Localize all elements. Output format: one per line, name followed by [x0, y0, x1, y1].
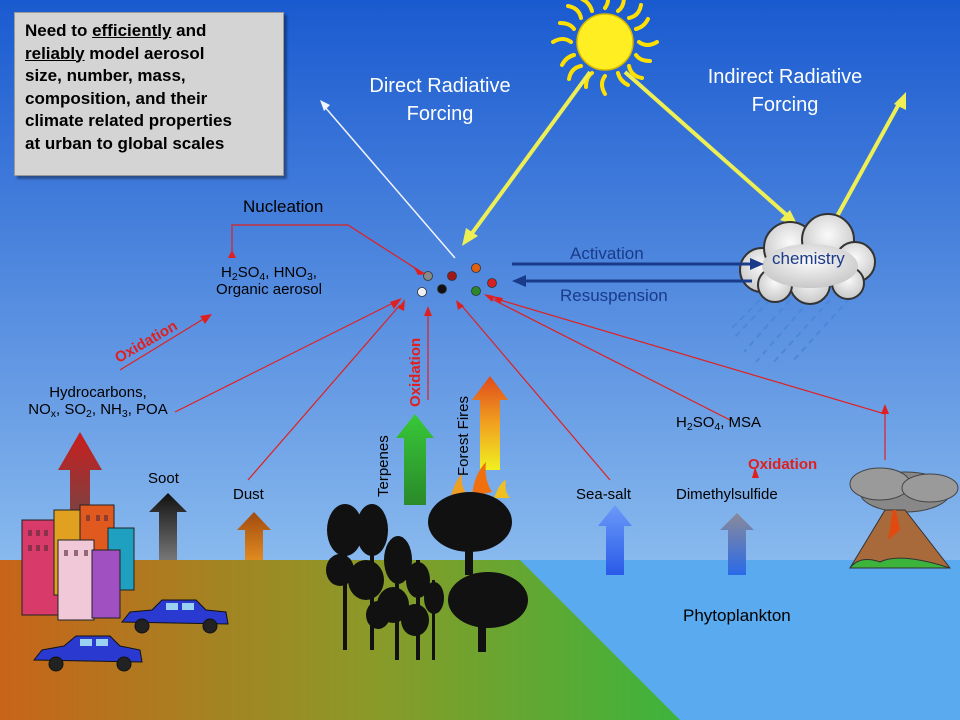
sea-salt-arrow	[598, 505, 632, 575]
phytoplankton-label: Phytoplankton	[683, 606, 791, 625]
callout-text: composition, and their	[25, 88, 208, 108]
oxidation-label-right: Oxidation	[748, 456, 818, 473]
soot-arrow	[149, 493, 187, 560]
hydrocarbons-line1: Hydrocarbons,	[49, 384, 147, 401]
city-icon	[21, 504, 135, 621]
indirect-forcing-line2: Forcing	[751, 94, 819, 116]
acids-part: SO	[237, 264, 260, 281]
aerosol-particles	[417, 263, 497, 297]
acids-part: ,	[312, 264, 317, 281]
soot-label: Soot	[148, 470, 179, 487]
msa-part: , MSA	[720, 414, 762, 431]
resuspension-arrow	[512, 275, 752, 287]
oxidation-label-mid: Oxidation	[407, 337, 424, 407]
msa-label: H2SO4, MSA	[676, 414, 762, 434]
pine-trees-icon	[326, 504, 444, 660]
terpenes-label: Terpenes	[375, 435, 392, 497]
dms-label: Dimethylsulfide	[676, 486, 778, 503]
acids-label: H2SO4, HNO3, Organic aerosol	[196, 264, 342, 298]
hydrocarbons-label: Hydrocarbons, NOx, SO2, NH3, POA	[6, 384, 190, 421]
volcano-icon	[848, 467, 959, 569]
source-arrows	[58, 376, 754, 575]
terpenes-arrow	[396, 414, 434, 505]
acids-sub: 2	[231, 271, 238, 284]
sun-icon	[551, 0, 659, 96]
direct-forcing-arrow	[320, 100, 456, 259]
hc-part: , SO	[56, 401, 87, 418]
sea-salt-label: Sea-salt	[576, 486, 632, 503]
callout-emphasis: efficiently	[92, 21, 172, 40]
callout-emphasis: reliably	[25, 43, 85, 63]
hc-sub: x	[50, 408, 57, 421]
resuspension-label: Resuspension	[560, 286, 668, 305]
nucleation-label: Nucleation	[243, 197, 324, 216]
organic-aerosol-label: Organic aerosol	[216, 281, 322, 298]
cloud-icon	[729, 213, 876, 365]
activation-label: Activation	[570, 244, 644, 263]
callout-text: at urban to global scales	[25, 133, 225, 153]
forest-fires-arrow	[472, 376, 508, 470]
callout-text: climate related properties	[25, 111, 232, 130]
hc-sub: 2	[86, 408, 92, 421]
msa-part: H	[676, 414, 687, 431]
callout-text: model aerosol	[84, 43, 205, 63]
cloud-chemistry-label: chemistry	[772, 249, 845, 268]
msa-sub: 2	[686, 421, 693, 434]
acids-sub: 3	[306, 271, 313, 284]
dms-arrow	[720, 513, 754, 575]
direct-forcing-line2: Forcing	[406, 103, 474, 125]
hc-sub: 3	[121, 408, 128, 421]
msa-sub: 4	[714, 421, 721, 434]
indirect-forcing-line1: Indirect Radiative	[707, 66, 863, 88]
hydrocarbons-arrow	[58, 432, 102, 560]
activation-arrow	[512, 258, 764, 270]
dust-label: Dust	[233, 486, 264, 503]
direct-forcing-line1: Direct Radiative	[369, 75, 511, 97]
car-icon	[120, 599, 229, 634]
hc-part: NO	[28, 401, 51, 418]
car-icon	[32, 635, 143, 672]
acids-part: H	[221, 264, 232, 281]
model-requirement-callout: Need to efficiently and reliably model a…	[14, 12, 284, 176]
forest-fires-label: Forest Fires	[455, 395, 472, 476]
tree-icon	[428, 492, 528, 652]
acids-sub: 4	[259, 271, 266, 284]
red-arrowheads	[200, 250, 889, 478]
callout-text: Need to	[25, 21, 93, 40]
hc-part: , POA	[127, 401, 168, 418]
acids-part: , HNO	[265, 264, 307, 281]
callout-text: and	[171, 21, 207, 40]
hc-part: , NH	[91, 401, 122, 418]
dust-arrow	[237, 512, 271, 560]
direct-forcing-label: Direct Radiative Forcing	[350, 72, 530, 128]
callout-text: size, number, mass,	[25, 66, 186, 85]
msa-part: SO	[692, 414, 715, 431]
indirect-forcing-label: Indirect Radiative Forcing	[690, 63, 880, 119]
